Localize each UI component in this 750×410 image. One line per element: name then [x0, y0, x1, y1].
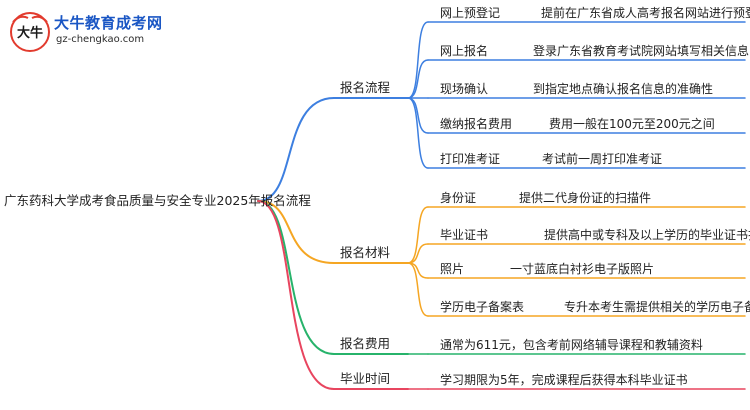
- branch-to-leaf-connector: [407, 243, 429, 264]
- branch-label: 报名材料: [340, 245, 391, 260]
- leaf-label: 学历电子备案表: [440, 300, 525, 314]
- branch-to-leaf-connector: [407, 59, 429, 99]
- leaf-label: 网上预登记: [440, 6, 501, 20]
- leaf-label: 现场确认: [440, 82, 489, 96]
- leaf-detail: 登录广东省教育考试院网站填写相关信息: [533, 44, 750, 58]
- branch-to-leaf-connector: [407, 21, 429, 99]
- leaf-detail: 提前在广东省成人高考报名网站进行预登记: [541, 6, 750, 20]
- branch-label: 毕业时间: [340, 371, 391, 386]
- branch-to-leaf-connector: [407, 262, 429, 317]
- root-to-branch-connector: [257, 200, 335, 264]
- leaf-detail: 提供二代身份证的扫描件: [519, 191, 652, 205]
- branch-to-leaf-connector: [407, 262, 429, 279]
- branch-label: 报名费用: [340, 336, 391, 351]
- leaf-detail: 考试前一周打印准考证: [542, 152, 663, 166]
- root-to-branch-connector: [257, 200, 335, 355]
- leaf-detail: 费用一般在100元至200元之间: [549, 117, 715, 131]
- branch-to-leaf-connector: [407, 206, 429, 264]
- leaf-label: 照片: [440, 262, 465, 276]
- leaf-detail: 专升本考生需提供相关的学历电子备案表: [564, 300, 750, 314]
- leaf-label: 毕业证书: [440, 228, 489, 242]
- site-logo[interactable]: 大牛 大牛教育成考网 gz-chengkao.com: [6, 8, 176, 52]
- branch-label: 报名流程: [340, 80, 391, 95]
- root-to-branch-connector: [257, 200, 335, 390]
- leaf-label: 缴纳报名费用: [440, 117, 513, 131]
- leaf-label: 打印准考证: [440, 152, 501, 166]
- bull-logo-icon: 大牛: [10, 12, 50, 52]
- leaf-detail: 提供高中或专科及以上学历的毕业证书扫描件: [544, 228, 750, 242]
- root-node-title: 广东药科大学成考食品质量与安全专业2025年报名流程: [4, 193, 311, 208]
- leaf-label: 身份证: [440, 191, 477, 205]
- leaf-detail: 到指定地点确认报名信息的准确性: [533, 82, 714, 96]
- leaf-detail: 一寸蓝底白衬衫电子版照片: [510, 262, 655, 276]
- leaf-label: 学习期限为5年，完成课程后获得本科毕业证书: [440, 373, 688, 387]
- root-to-branch-connector: [257, 97, 335, 202]
- leaf-label: 网上报名: [440, 44, 489, 58]
- logo-url: gz-chengkao.com: [56, 34, 145, 45]
- branch-to-leaf-connector: [407, 97, 429, 169]
- logo-title: 大牛教育成考网: [54, 14, 163, 32]
- svg-text:大牛: 大牛: [17, 25, 43, 41]
- leaf-label: 通常为611元，包含考前网络辅导课程和教辅资料: [440, 338, 703, 352]
